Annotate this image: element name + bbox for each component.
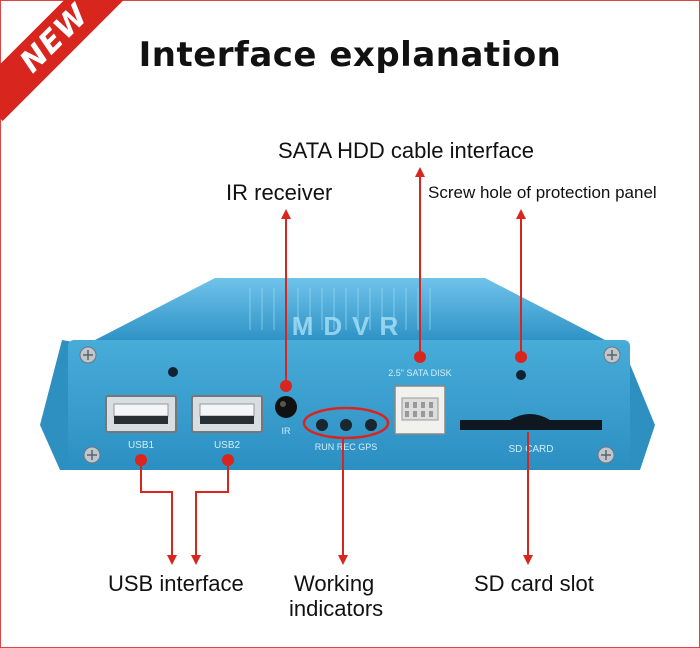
hole-left	[168, 367, 178, 377]
sata-port-label: 2.5" SATA DISK	[388, 368, 451, 378]
device-front	[68, 340, 630, 470]
sd-card-slot	[460, 414, 602, 430]
led-labels: RUN REC GPS	[315, 442, 378, 452]
usb1-port	[105, 395, 177, 433]
working-indicator-leds	[316, 419, 377, 431]
device-logo: MDVR	[292, 311, 409, 341]
label-indicators: indicators	[289, 596, 384, 621]
heatsink-fins	[249, 288, 431, 330]
ir-port-label: IR	[282, 426, 292, 436]
usb2-port-label: USB2	[214, 440, 241, 451]
label-sata-hdd: SATA HDD cable interface	[278, 138, 534, 163]
arrow-usb1	[140, 460, 177, 565]
callout-arrows	[140, 167, 533, 565]
arrow-usb2	[191, 460, 229, 565]
sd-port-label: SD CARD	[508, 444, 553, 455]
usb1-port-label: USB1	[128, 440, 155, 451]
ir-receiver-sensor	[275, 396, 297, 418]
label-screw-hole: Screw hole of protection panel	[428, 183, 657, 202]
label-ir-receiver: IR receiver	[226, 180, 333, 205]
usb2-port	[191, 395, 263, 433]
hole-screw-right	[516, 370, 526, 380]
label-usb-interface: USB interface	[108, 571, 244, 596]
label-working: Working	[294, 571, 375, 596]
device-top	[95, 278, 605, 340]
label-sd-card-slot: SD card slot	[474, 571, 594, 596]
indicator-highlight	[302, 406, 390, 440]
diagram-title: Interface explanation	[138, 35, 562, 75]
sata-connector	[394, 385, 446, 435]
